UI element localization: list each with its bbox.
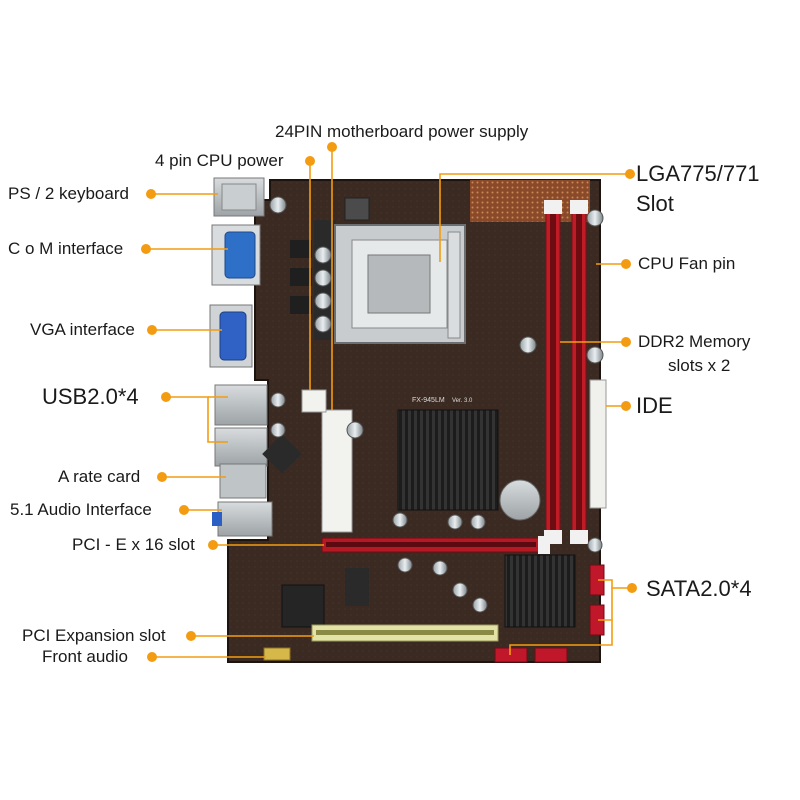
label-ddr2-line1: DDR2 Memory xyxy=(638,332,751,351)
label-vga-interface: VGA interface xyxy=(30,320,135,339)
board-version-text: Ver. 3.0 xyxy=(452,398,473,404)
label-pcie-slot: PCI - E x 16 slot xyxy=(72,535,195,554)
label-pci-slot: PCI Expansion slot xyxy=(22,626,166,645)
label-sata: SATA2.0*4 xyxy=(646,576,752,601)
label-usb: USB2.0*4 xyxy=(42,384,139,409)
bios-chip xyxy=(345,568,369,606)
callout-dots xyxy=(141,142,637,662)
ide-connector xyxy=(589,379,607,509)
rear-io-panel xyxy=(209,177,273,537)
label-com-interface: C o M interface xyxy=(8,239,124,258)
atx-24pin-connector xyxy=(321,409,353,533)
label-ide: IDE xyxy=(636,393,673,418)
capacitors xyxy=(269,196,604,613)
ddr2-slots xyxy=(544,200,588,544)
label-lga-line2: Slot xyxy=(636,191,674,216)
pcie-x16-slot xyxy=(321,536,550,554)
label-cpu-fan: CPU Fan pin xyxy=(638,254,736,273)
label-4pin-cpu-power: 4 pin CPU power xyxy=(155,151,284,170)
io-chip xyxy=(281,584,325,628)
label-ddr2-line2: slots x 2 xyxy=(668,356,731,375)
label-lan: A rate card xyxy=(58,467,141,486)
sata-ports xyxy=(494,564,605,663)
label-ps2-keyboard: PS / 2 keyboard xyxy=(8,184,129,203)
board-model-text: FX-945LM xyxy=(412,397,445,404)
label-front-audio: Front audio xyxy=(42,647,128,666)
audio-chip xyxy=(262,434,302,474)
front-audio-header xyxy=(263,647,291,661)
pci-slot xyxy=(311,624,499,642)
cmos-battery xyxy=(499,479,541,521)
northbridge-heatsink xyxy=(397,409,499,511)
cpu-4pin-connector xyxy=(301,389,327,413)
label-lga-line1: LGA775/771 xyxy=(636,161,760,186)
label-audio-interface: 5.1 Audio Interface xyxy=(10,500,152,519)
cpu-socket xyxy=(334,224,466,344)
southbridge-heatsink xyxy=(504,554,576,628)
label-24pin-power: 24PIN motherboard power supply xyxy=(275,122,529,141)
